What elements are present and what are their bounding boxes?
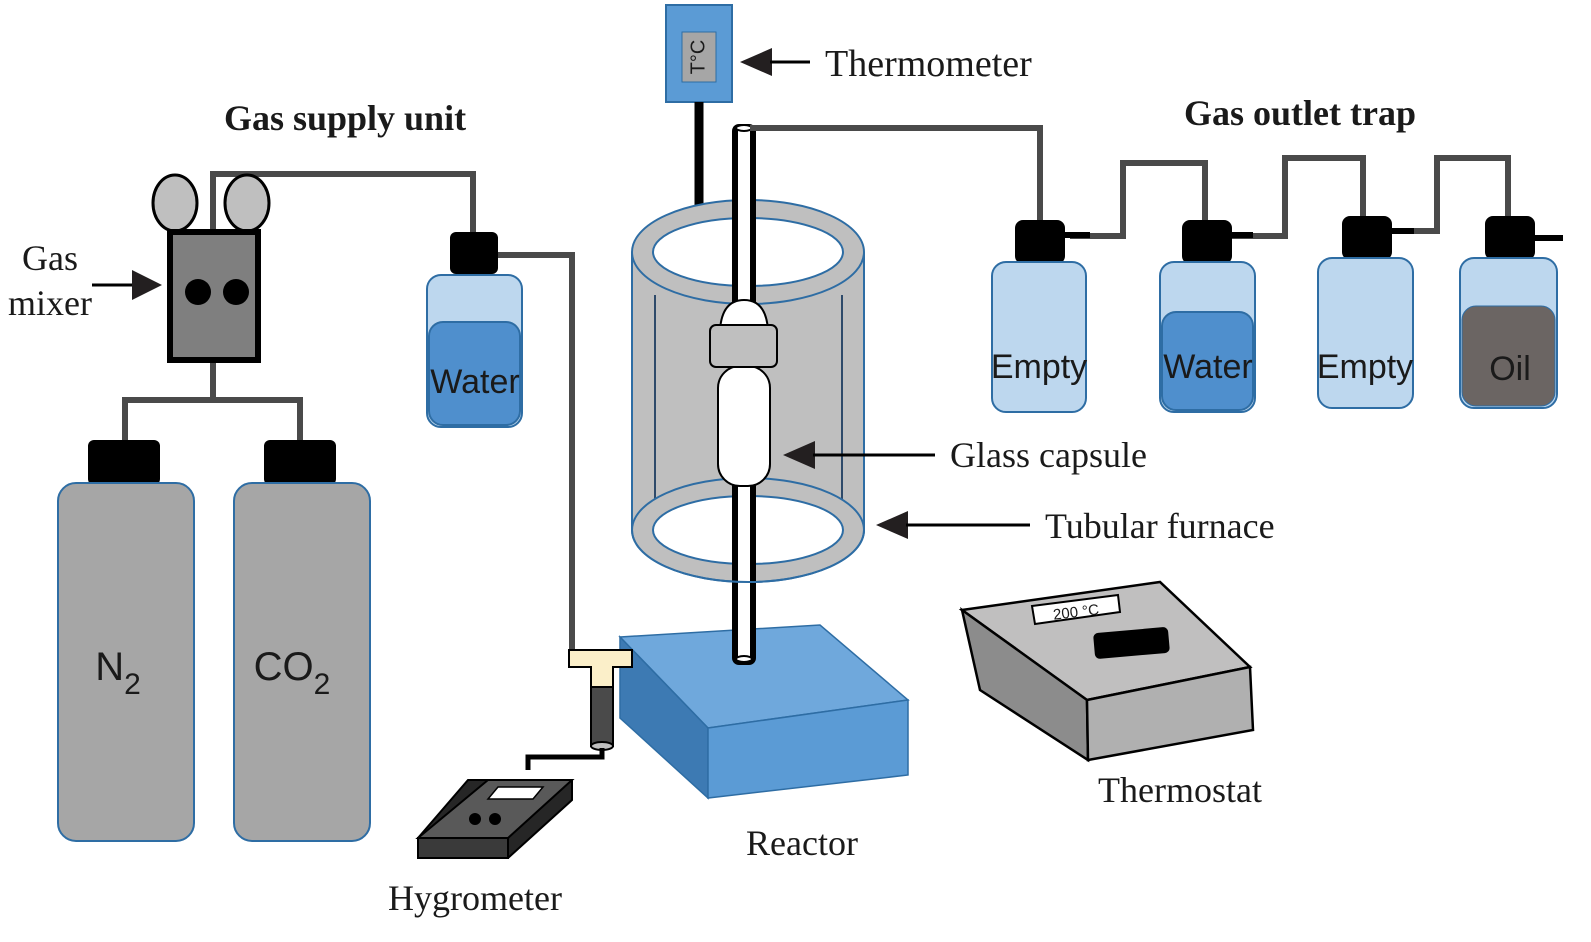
trap-pipes bbox=[1062, 155, 1563, 241]
trap-bottle-1: Empty bbox=[991, 220, 1087, 413]
thermometer-display: T°C bbox=[687, 40, 709, 75]
thermometer-label: Thermometer bbox=[825, 43, 1032, 85]
gas-supply-unit-title: Gas supply unit bbox=[224, 98, 466, 138]
trap-bottle-4: Oil bbox=[1459, 216, 1558, 409]
thermostat-label: Thermostat bbox=[1098, 770, 1262, 810]
bottle-cap bbox=[1015, 220, 1065, 264]
trap-bottle-label: Empty bbox=[1317, 348, 1413, 386]
cylinder-cap bbox=[88, 440, 160, 485]
reactor-label: Reactor bbox=[746, 823, 858, 863]
gas-mixer-label-line1: Gas bbox=[22, 238, 78, 278]
arrow-icon bbox=[783, 441, 935, 469]
bottle-cap bbox=[1182, 220, 1232, 264]
humidifier-label: Water bbox=[430, 363, 519, 401]
trap-bottle-label: Oil bbox=[1489, 350, 1531, 388]
arrow-icon bbox=[92, 270, 162, 300]
trap-bottle-3: Empty bbox=[1317, 216, 1414, 409]
co2-label: CO2 bbox=[254, 645, 331, 701]
arrow-icon bbox=[876, 511, 1030, 539]
hygrometer-label: Hygrometer bbox=[388, 878, 562, 918]
hygrometer bbox=[415, 779, 575, 859]
bottle-cap bbox=[450, 232, 498, 274]
gas-mixer bbox=[151, 173, 271, 363]
n2-cylinder: N2 bbox=[57, 440, 195, 842]
arrow-icon bbox=[740, 48, 810, 76]
bottle-cap bbox=[1485, 216, 1535, 260]
co2-cylinder: CO2 bbox=[233, 440, 371, 842]
gas-outlet-trap-title: Gas outlet trap bbox=[1184, 93, 1416, 133]
gas-mixer-label-line2: mixer bbox=[8, 283, 92, 323]
n2-label: N2 bbox=[95, 645, 141, 701]
hygrometer-cable bbox=[525, 748, 605, 770]
glass-capsule-label: Glass capsule bbox=[950, 435, 1147, 475]
mixer-knob bbox=[223, 173, 271, 233]
furnace-front-edge bbox=[631, 529, 865, 583]
outlet-pipe bbox=[750, 125, 1043, 225]
tubular-furnace-label: Tubular furnace bbox=[1045, 506, 1275, 546]
mixer-knob bbox=[151, 173, 199, 233]
humidifier-bottle: Water bbox=[426, 232, 523, 428]
tee-connector bbox=[568, 649, 633, 751]
reactor bbox=[618, 624, 910, 800]
trap-bottle-2: Water bbox=[1159, 220, 1256, 413]
trap-bottle-label: Empty bbox=[991, 348, 1087, 386]
thermostat: 200 °C bbox=[958, 580, 1255, 763]
bottle-cap bbox=[1342, 216, 1392, 260]
glass-capsule bbox=[709, 298, 778, 487]
cylinder-cap bbox=[264, 440, 336, 485]
trap-bottle-label: Water bbox=[1163, 348, 1252, 386]
thermostat-display: 200 °C bbox=[1052, 601, 1100, 624]
